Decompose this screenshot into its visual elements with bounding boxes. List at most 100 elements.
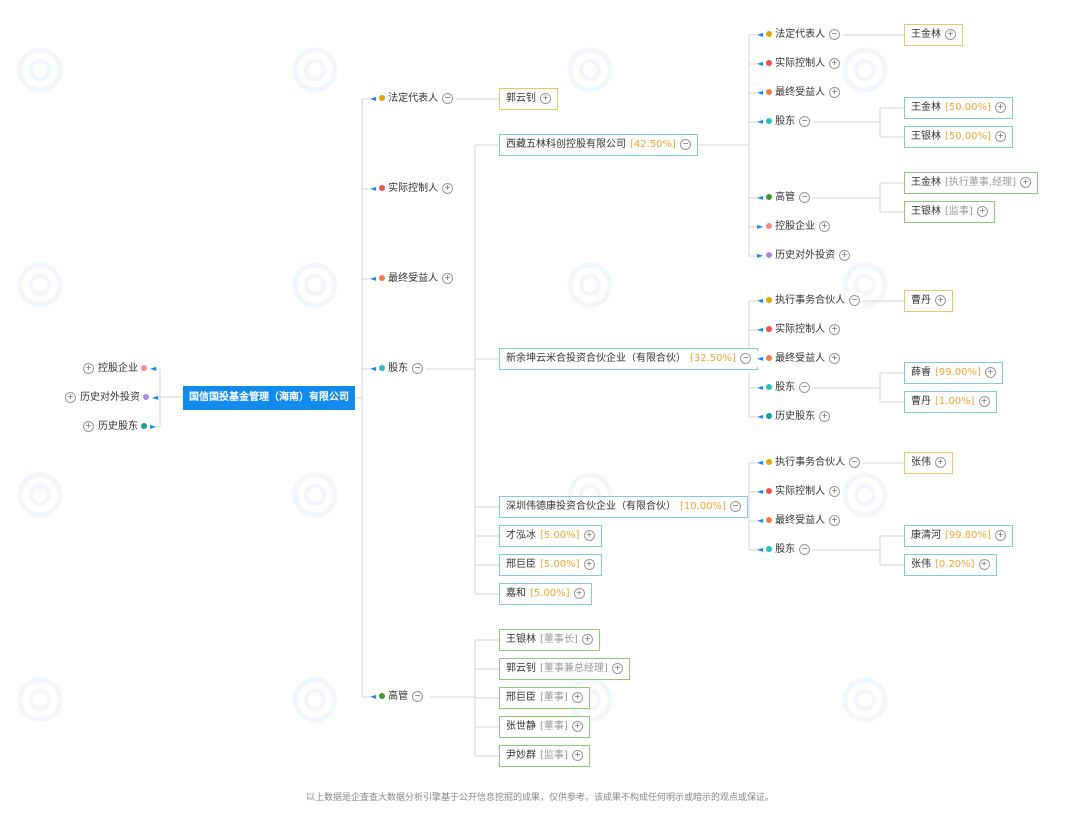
shareholder-node[interactable]: 王银林[50.00%]+ xyxy=(904,126,1013,148)
exec-node[interactable]: 尹妙群[监事]+ xyxy=(499,745,590,767)
cat-beneficiary[interactable]: ◄最终受益人+ xyxy=(757,85,844,101)
plus-circle-icon[interactable]: + xyxy=(571,720,583,732)
plus-circle-icon[interactable]: + xyxy=(839,249,851,261)
plus-circle-icon[interactable]: + xyxy=(571,691,583,703)
shareholder-node[interactable]: 康清河[99.80%]+ xyxy=(904,525,1013,547)
plus-circle-icon[interactable]: + xyxy=(540,92,551,104)
cat-label: 股东 xyxy=(775,544,796,555)
shareholder-node[interactable]: 薛睿[99.00%]+ xyxy=(904,362,1003,384)
legal-rep-dot-icon xyxy=(766,297,773,303)
exec-node[interactable]: 张世静[董事]+ xyxy=(499,716,590,738)
plus-circle-icon[interactable]: + xyxy=(829,57,841,69)
shareholder-node[interactable]: 邢巨臣[5.00%]+ xyxy=(499,554,602,576)
exec-node[interactable]: 王金林[执行董事,经理]+ xyxy=(904,172,1038,194)
plus-circle-icon[interactable]: + xyxy=(935,294,946,306)
cat-label: 实际控制人 xyxy=(388,183,439,194)
plus-circle-icon[interactable]: + xyxy=(573,587,585,599)
plus-circle-icon[interactable]: + xyxy=(819,410,831,422)
plus-circle-icon[interactable]: + xyxy=(83,362,94,374)
plus-circle-icon[interactable]: + xyxy=(442,272,454,284)
legal-rep-node[interactable]: 王金林+ xyxy=(904,24,963,46)
cat-shareholder[interactable]: ◄股东− xyxy=(757,114,814,130)
cat-shareholder[interactable]: ◄股东− xyxy=(757,380,814,396)
root-company[interactable]: 国信国投基金管理（海南）有限公司 xyxy=(183,386,355,410)
plus-circle-icon[interactable]: + xyxy=(819,220,831,232)
exec-role: [董事兼总经理] xyxy=(540,663,608,674)
shareholder-node[interactable]: 新余坤云米合投资合伙企业（有限合伙）[32.50%]− xyxy=(499,348,758,370)
share-percent: [5.00%] xyxy=(530,588,570,599)
plus-circle-icon[interactable]: + xyxy=(984,366,996,378)
exec-partner-node[interactable]: 张伟+ xyxy=(904,452,953,474)
plus-circle-icon[interactable]: + xyxy=(1019,176,1031,188)
cat-holding[interactable]: ►控股企业+ xyxy=(757,219,834,235)
cat-exec-partner[interactable]: ◄执行事务合伙人− xyxy=(757,293,864,309)
plus-circle-icon[interactable]: + xyxy=(829,323,841,335)
plus-circle-icon[interactable]: + xyxy=(829,86,841,98)
minus-circle-icon[interactable]: − xyxy=(849,294,861,306)
cat-history-sh[interactable]: ◄历史股东+ xyxy=(757,409,834,425)
exec-node[interactable]: 邢巨臣[董事]+ xyxy=(499,687,590,709)
plus-circle-icon[interactable]: + xyxy=(829,514,841,526)
left-cat-history-sh[interactable]: +历史股东► xyxy=(80,419,157,435)
shareholder-node[interactable]: 张伟[0.20%]+ xyxy=(904,554,997,576)
minus-circle-icon[interactable]: − xyxy=(799,381,811,393)
cat-beneficiary[interactable]: ◄最终受益人+ xyxy=(757,351,844,367)
plus-circle-icon[interactable]: + xyxy=(978,395,990,407)
plus-circle-icon[interactable]: + xyxy=(571,749,583,761)
plus-circle-icon[interactable]: + xyxy=(83,420,94,432)
shareholder-node[interactable]: 才泓冰[5.00%]+ xyxy=(499,525,602,547)
cat-controller[interactable]: ◄实际控制人+ xyxy=(757,322,844,338)
plus-circle-icon[interactable]: + xyxy=(581,633,593,645)
cat-controller[interactable]: ◄实际控制人+ xyxy=(370,181,457,197)
minus-circle-icon[interactable]: − xyxy=(679,138,691,150)
cat-shareholder[interactable]: ◄股东− xyxy=(370,361,427,377)
cat-beneficiary[interactable]: ◄最终受益人+ xyxy=(757,513,844,529)
plus-circle-icon[interactable]: + xyxy=(442,182,454,194)
minus-circle-icon[interactable]: − xyxy=(729,500,741,512)
left-cat-history-invest[interactable]: +历史对外投资◄ xyxy=(62,390,159,406)
plus-circle-icon[interactable]: + xyxy=(976,205,988,217)
cat-exec[interactable]: ◄高管− xyxy=(757,190,814,206)
plus-circle-icon[interactable]: + xyxy=(935,456,946,468)
minus-circle-icon[interactable]: − xyxy=(442,92,454,104)
cat-exec[interactable]: ◄高管− xyxy=(370,689,427,705)
cat-shareholder[interactable]: ◄股东− xyxy=(757,542,814,558)
shareholder-node[interactable]: 曹丹[1.00%]+ xyxy=(904,391,997,413)
plus-circle-icon[interactable]: + xyxy=(994,101,1006,113)
cat-controller[interactable]: ◄实际控制人+ xyxy=(757,484,844,500)
plus-circle-icon[interactable]: + xyxy=(994,130,1006,142)
plus-circle-icon[interactable]: + xyxy=(583,558,595,570)
cat-controller[interactable]: ◄实际控制人+ xyxy=(757,56,844,72)
minus-circle-icon[interactable]: − xyxy=(412,362,424,374)
plus-circle-icon[interactable]: + xyxy=(978,558,990,570)
cat-beneficiary[interactable]: ◄最终受益人+ xyxy=(370,271,457,287)
plus-circle-icon[interactable]: + xyxy=(994,529,1006,541)
minus-circle-icon[interactable]: − xyxy=(799,115,811,127)
plus-circle-icon[interactable]: + xyxy=(829,485,841,497)
minus-circle-icon[interactable]: − xyxy=(799,191,811,203)
exec-partner-node[interactable]: 曹丹+ xyxy=(904,290,953,312)
minus-circle-icon[interactable]: − xyxy=(829,28,841,40)
plus-circle-icon[interactable]: + xyxy=(583,529,595,541)
shareholder-node[interactable]: 嘉和[5.00%]+ xyxy=(499,583,592,605)
minus-circle-icon[interactable]: − xyxy=(799,543,811,555)
minus-circle-icon[interactable]: − xyxy=(849,456,861,468)
shareholder-node[interactable]: 深圳伟德康投资合伙企业（有限合伙）[10.00%]− xyxy=(499,496,748,518)
plus-circle-icon[interactable]: + xyxy=(65,391,76,403)
minus-circle-icon[interactable]: − xyxy=(739,352,751,364)
left-cat-holding[interactable]: +控股企业◄ xyxy=(80,361,157,377)
exec-node[interactable]: 王银林[董事长]+ xyxy=(499,629,600,651)
plus-circle-icon[interactable]: + xyxy=(611,662,623,674)
plus-circle-icon[interactable]: + xyxy=(829,352,841,364)
cat-exec-partner[interactable]: ◄执行事务合伙人− xyxy=(757,455,864,471)
plus-circle-icon[interactable]: + xyxy=(945,28,956,40)
minus-circle-icon[interactable]: − xyxy=(412,690,424,702)
legal-rep-node[interactable]: 郭云钊+ xyxy=(499,88,558,110)
exec-node[interactable]: 王银林[监事]+ xyxy=(904,201,995,223)
cat-history-invest[interactable]: ►历史对外投资+ xyxy=(757,248,854,264)
exec-node[interactable]: 郭云钊[董事兼总经理]+ xyxy=(499,658,630,680)
cat-legal-rep[interactable]: ◄法定代表人− xyxy=(757,27,844,43)
shareholder-node[interactable]: 西藏五林科创控股有限公司[42.50%]− xyxy=(499,134,698,156)
cat-legal-rep[interactable]: ◄法定代表人− xyxy=(370,91,457,107)
shareholder-node[interactable]: 王金林[50.00%]+ xyxy=(904,97,1013,119)
